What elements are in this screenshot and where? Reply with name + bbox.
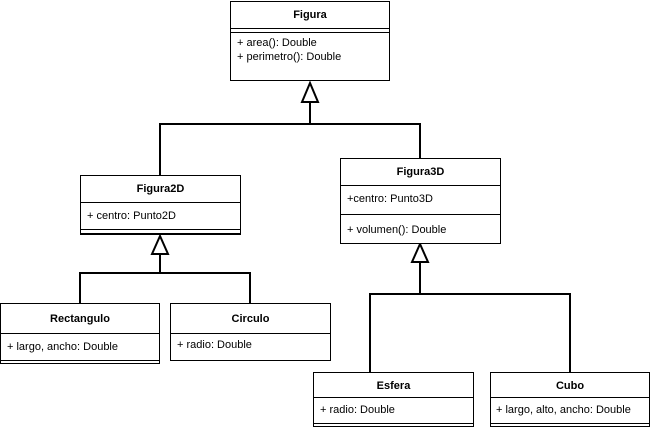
attributes-section: +centro: Punto3D [341,186,500,215]
connector-figura2d-to-figura [159,103,311,175]
class-name: Esfera [314,373,473,398]
inheritance-arrowhead-figura2d [150,233,170,255]
class-esfera[interactable]: Esfera + radio: Double [313,372,474,427]
empty-methods-section [1,361,159,363]
class-figura2d[interactable]: Figura2D + centro: Punto2D [80,175,241,235]
empty-methods-section [491,424,649,426]
class-name: Circulo [171,304,330,334]
attributes-section: + centro: Punto2D [81,203,240,230]
attribute: + largo, alto, ancho: Double [496,404,631,416]
attributes-section: + largo, ancho: Double [1,334,159,361]
attribute: + radio: Double [177,339,252,351]
connector-cubo-to-figura3d [420,293,571,372]
class-circulo[interactable]: Circulo + radio: Double [170,303,331,361]
attribute: + centro: Punto2D [87,210,176,222]
class-name: Cubo [491,373,649,398]
methods-section: + volumen(): Double [341,215,500,240]
class-name: Figura3D [341,159,500,186]
empty-methods-section [314,424,473,426]
method: + volumen(): Double [347,224,447,236]
inheritance-arrowhead-figura [300,80,320,103]
attributes-section: + radio: Double [314,398,473,424]
class-name: Rectangulo [1,304,159,334]
connector-circulo-to-figura2d [160,272,251,303]
class-rectangulo[interactable]: Rectangulo + largo, ancho: Double [0,303,160,364]
class-name: Figura2D [81,176,240,203]
method: + perimetro(): Double [237,51,342,63]
attributes-section: + largo, alto, ancho: Double [491,398,649,424]
inheritance-arrowhead-figura3d [410,241,430,263]
class-figura3d[interactable]: Figura3D +centro: Punto3D + volumen(): D… [340,158,501,244]
attribute: + largo, ancho: Double [7,341,118,353]
connector-figura3d-to-figura [310,123,421,158]
class-name: Figura [231,2,389,29]
attributes-section: + radio: Double [171,334,330,361]
connector-rectangulo-to-figura2d [79,255,161,303]
attribute: + radio: Double [320,404,395,416]
attribute: +centro: Punto3D [347,193,433,205]
empty-attributes-section [231,29,389,33]
method: + area(): Double [237,37,317,49]
class-cubo[interactable]: Cubo + largo, alto, ancho: Double [490,372,650,427]
connector-esfera-to-figura3d [369,263,421,372]
class-figura[interactable]: Figura + area(): Double + perimetro(): D… [230,1,390,81]
methods-section: + area(): Double + perimetro(): Double [231,33,389,67]
empty-methods-section [81,230,240,234]
